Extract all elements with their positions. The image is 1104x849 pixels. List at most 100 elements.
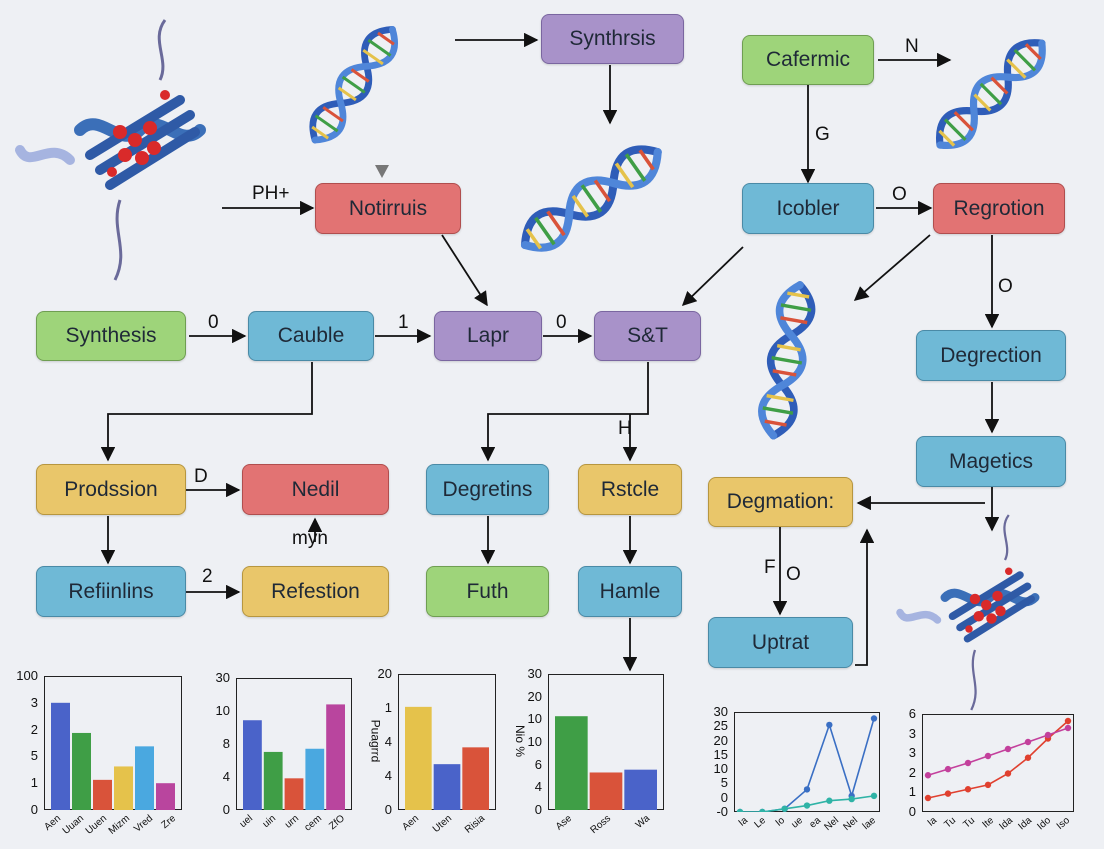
edge-label: N: [905, 36, 919, 57]
series-line: [927, 720, 1069, 799]
y-tick-label: 6: [534, 756, 542, 772]
bar: [284, 778, 304, 810]
edge-label: 0: [208, 312, 219, 333]
edge-label: 2: [202, 566, 213, 587]
dna-helix-icon: [758, 282, 816, 438]
edge-label: 1: [398, 312, 409, 333]
node-nedil[interactable]: Nedil: [242, 464, 389, 515]
series-point: [826, 797, 833, 804]
bar: [305, 748, 325, 810]
y-tick-label: 3: [908, 745, 916, 761]
node-hamle[interactable]: Hamle: [578, 566, 682, 617]
diagram-graphics: [0, 0, 1104, 832]
y-tick-label: 10: [713, 761, 728, 777]
edge-label: O: [892, 184, 907, 205]
edge-label: myn: [292, 528, 328, 549]
node-notirruis[interactable]: Notirruis: [315, 183, 461, 234]
bar: [156, 783, 175, 810]
dna-helix-icon: [303, 21, 403, 148]
node-s-and-t[interactable]: S&T: [594, 311, 701, 361]
series-point: [803, 786, 811, 793]
node-regrotion[interactable]: Regrotion: [933, 183, 1065, 234]
y-tick-label: 8: [222, 736, 230, 751]
node-rstcle[interactable]: Rstcle: [578, 464, 682, 515]
node-synthesis[interactable]: Synthesis: [36, 311, 186, 361]
y-tick-label: 15: [713, 746, 728, 762]
protein-illustration-bottom-right: [900, 515, 1035, 710]
series-point: [1004, 745, 1012, 753]
series-point: [1024, 754, 1032, 761]
node-uptrat[interactable]: Uptrat: [708, 617, 853, 668]
series-point: [964, 786, 972, 793]
y-tick-label: 4: [384, 734, 392, 749]
y-tick-label: 20: [377, 666, 392, 681]
edge-label: D: [194, 466, 208, 487]
node-degmation[interactable]: Degmation:: [708, 477, 853, 527]
y-tick-label: 4: [384, 768, 392, 783]
chart-plot-area: [405, 706, 489, 810]
series-point: [1044, 731, 1052, 739]
edge-label: O: [998, 276, 1013, 297]
bar: [433, 764, 461, 810]
y-tick-label: 2: [908, 764, 916, 780]
series-point: [964, 759, 972, 767]
node-cafermic[interactable]: Cafermic: [742, 35, 874, 85]
y-tick-label: 0: [30, 802, 38, 817]
edge-label: 0: [556, 312, 567, 333]
bar: [72, 732, 91, 810]
edge-label: O: [786, 564, 801, 585]
bar: [624, 769, 657, 810]
series-point: [781, 805, 788, 812]
node-magetics[interactable]: Magetics: [916, 436, 1066, 487]
node-prodssion[interactable]: Prodssion: [36, 464, 186, 515]
node-synthrsis[interactable]: Synthrsis: [541, 14, 684, 64]
y-tick-label: -0: [716, 804, 728, 819]
series-point: [924, 772, 932, 779]
bar: [51, 702, 70, 810]
series-point: [870, 792, 878, 800]
chart-plot-area: [51, 702, 175, 810]
node-lapr[interactable]: Lapr: [434, 311, 542, 361]
y-axis-label: Puagrrd: [368, 719, 383, 763]
y-tick-label: 3: [30, 694, 38, 710]
y-tick-label: 100: [16, 668, 38, 683]
node-degretins[interactable]: Degretins: [426, 464, 549, 515]
series-point: [984, 781, 992, 789]
series-point: [1004, 770, 1012, 777]
dna-helix-icon: [929, 33, 1052, 156]
y-tick-label: 0: [534, 802, 542, 817]
bar: [93, 779, 112, 810]
y-tick-label: 0: [720, 789, 728, 805]
node-degrection[interactable]: Degrection: [916, 330, 1066, 381]
node-futh[interactable]: Futh: [426, 566, 549, 617]
edge-label: F: [764, 557, 776, 578]
y-tick-label: 30: [215, 670, 230, 685]
node-refestion[interactable]: Refestion: [242, 566, 389, 617]
bar: [405, 706, 432, 810]
y-tick-label: 0: [908, 804, 916, 819]
y-tick-label: 20: [527, 688, 542, 704]
bar: [114, 766, 133, 810]
chart-plot-area: [736, 715, 878, 812]
bar: [243, 720, 262, 810]
y-tick-label: 0: [222, 802, 230, 817]
dna-helix-icon: [515, 138, 667, 259]
y-tick-label: 5: [30, 748, 38, 764]
bar: [462, 747, 489, 810]
bar: [589, 772, 623, 810]
node-refiinlins[interactable]: Refiinlins: [36, 566, 186, 617]
node-cauble[interactable]: Cauble: [248, 311, 374, 361]
y-tick-label: 1: [908, 784, 916, 800]
y-tick-label: 1: [384, 700, 392, 715]
node-icobler[interactable]: Icobler: [742, 183, 874, 234]
chart-frame: [922, 714, 1074, 812]
edge-label: G: [815, 124, 830, 145]
series-point: [1064, 717, 1072, 725]
y-tick-label: 10: [215, 703, 230, 718]
series-point: [759, 808, 766, 812]
